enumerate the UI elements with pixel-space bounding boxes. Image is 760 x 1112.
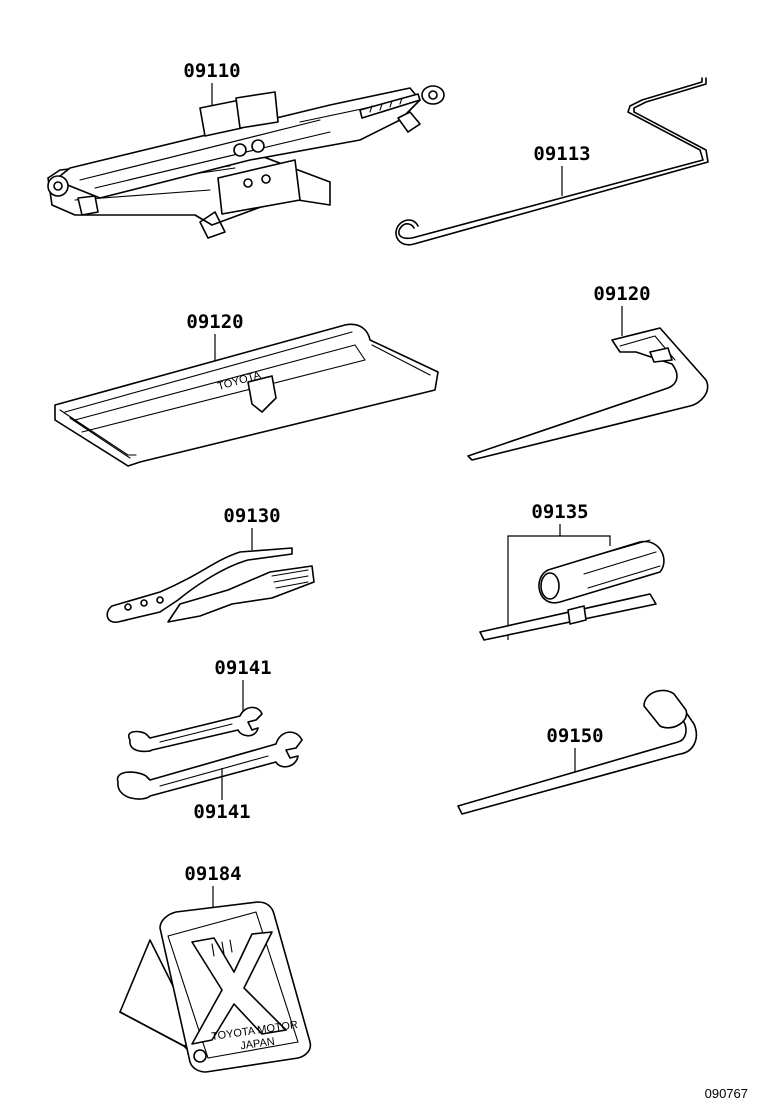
part-label-09141-top: 09141 (214, 657, 271, 679)
scissor-jack: 09110 (47, 60, 445, 239)
part-label-09110: 09110 (183, 60, 240, 82)
part-label-09113: 09113 (533, 143, 590, 165)
tool-bag: 09120 TOYOTA (54, 311, 439, 467)
screwdriver: 09135 (479, 501, 665, 641)
wheel-chock: 09184 TOYOTA MOTOR JAPAN (119, 863, 312, 1073)
part-label-09130: 09130 (223, 505, 280, 527)
part-label-09135: 09135 (531, 501, 588, 523)
part-label-09120-bag: 09120 (186, 311, 243, 333)
part-label-09150: 09150 (546, 725, 603, 747)
part-label-09120-lever: 09120 (593, 283, 650, 305)
wrench-set: 09141 09141 (116, 657, 303, 823)
pliers: 09130 (106, 505, 315, 623)
wheel-nut-wrench: 09150 (457, 689, 698, 815)
lever-bar: 09120 (467, 283, 709, 461)
part-label-09141-bottom: 09141 (193, 801, 250, 823)
part-label-09184: 09184 (184, 863, 241, 885)
leader-line (507, 524, 611, 640)
chock-brand-line2: JAPAN (240, 1036, 276, 1053)
jack-handle: 09113 (395, 77, 709, 246)
diagram-id: 090767 (705, 1086, 748, 1101)
